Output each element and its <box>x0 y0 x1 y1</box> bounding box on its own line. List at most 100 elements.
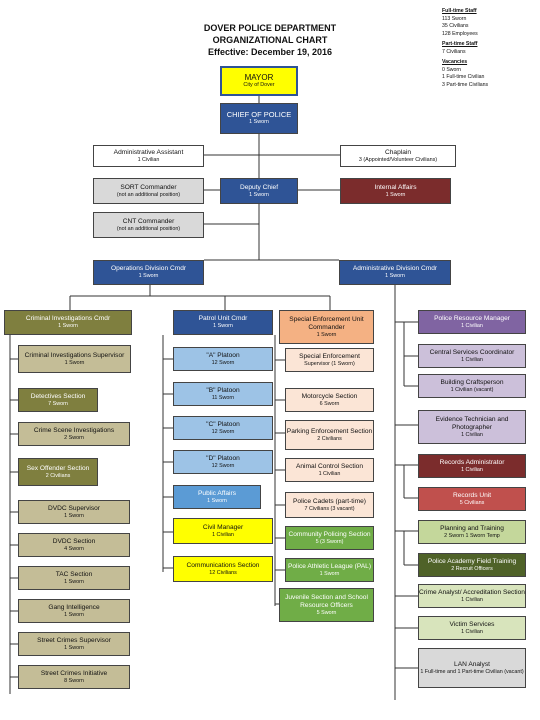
sci-title: Street Crimes Initiative <box>40 669 108 677</box>
parking-enforcement-box: Parking Enforcement Section 2 Civilians <box>285 420 374 450</box>
cnt-commander-box: CNT Commander (not an additional positio… <box>93 212 204 238</box>
patrol-unit-cmdr-box: Patrol Unit Cmdr 1 Sworn <box>173 310 273 335</box>
seu-sup-sub: Supervisor (1 Sworn) <box>304 360 355 367</box>
dvdc-sup-title: DVDC Supervisor <box>47 504 101 512</box>
platoon-c-sub: 12 Sworn <box>211 428 235 435</box>
cic-title: Criminal Investigations Cmdr <box>25 315 111 322</box>
community-policing-box: Community Policing Section 5 (3 Sworn) <box>285 526 374 550</box>
cic-sub: 1 Sworn <box>58 323 78 329</box>
gang-title: Gang Intelligence <box>48 603 100 611</box>
records-unit-box: Records Unit 5 Civilians <box>418 487 526 511</box>
victim-title: Victim Services <box>449 620 495 628</box>
civil-manager-title: Civil Manager <box>202 523 244 531</box>
dvdc-supervisor-box: DVDC Supervisor 1 Sworn <box>18 500 130 524</box>
internal-affairs-box: Internal Affairs 1 Sworn <box>340 178 451 204</box>
csc-title: Central Services Coordinator <box>429 348 515 356</box>
patrol-title: Patrol Unit Cmdr <box>198 315 248 322</box>
operations-division-title: Operations Division Cmdr <box>110 265 187 272</box>
staffing-summary: Full-time Staff 113 Sworn 35 Civilians 1… <box>442 8 538 89</box>
seu-cmdr-title: Special Enforcement Unit Commander <box>289 315 364 331</box>
academy-title: Police Academy Field Training <box>427 557 517 565</box>
evid-title: Evidence Technician and Photographer <box>435 415 509 431</box>
sos-sub: 2 Civilians <box>45 472 71 479</box>
chaplain-sub: 3 (Appointed/Volunteer Civilians) <box>358 156 438 163</box>
dvdc-sec-title: DVDC Section <box>52 537 96 545</box>
cis-title: Criminal Investigations Supervisor <box>24 351 125 359</box>
fulltime-heading: Full-time Staff <box>442 8 477 14</box>
recadm-sub: 1 Civilian <box>461 466 483 473</box>
cnt-commander-title: CNT Commander <box>122 217 175 225</box>
motorcycle-title: Motorcycle Section <box>301 392 358 400</box>
central-services-box: Central Services Coordinator 1 Civilian <box>418 344 526 368</box>
prm-title: Police Resource Manager <box>434 314 510 322</box>
street-crimes-supervisor-box: Street Crimes Supervisor 1 Sworn <box>18 632 130 656</box>
police-cadets-box: Police Cadets (part-time) 7 Civilians (3… <box>285 492 374 518</box>
parking-title: Parking Enforcement Section <box>286 427 373 435</box>
fulltime-civilians: 35 Civilians <box>442 23 469 29</box>
parking-sub: 2 Civilians <box>317 435 342 442</box>
victim-sub: 1 Civilian <box>461 628 483 635</box>
operations-division-sub: 1 Sworn <box>138 273 159 279</box>
recunit-sub: 5 Civilians <box>459 499 485 506</box>
detectives-section-box: Detectives Section 7 Sworn <box>18 388 98 412</box>
lan-analyst-box: LAN Analyst 1 Full-time and 1 Part-time … <box>418 648 526 688</box>
mayor-title: MAYOR <box>244 72 274 82</box>
dvdc-section-box: DVDC Section 4 Sworn <box>18 533 130 557</box>
admin-assistant-sub: 1 Civilian <box>137 156 160 163</box>
dvdc-sup-sub: 1 Sworn <box>64 512 84 519</box>
cadets-title: Police Cadets (part-time) <box>293 497 366 505</box>
csi-sub: 2 Sworn <box>64 434 84 441</box>
pal-box: Police Athletic League (PAL) 1 Sworn <box>285 558 374 582</box>
crime-title: Crime Analyst/ Accreditation Section <box>419 588 525 596</box>
detectives-sub: 7 Sworn <box>48 400 68 407</box>
vacancies-heading: Vacancies <box>442 59 468 65</box>
motorcycle-sub: 6 Sworn <box>319 400 340 407</box>
sex-offender-box: Sex Offender Section 2 Civilians <box>18 458 98 486</box>
deputy-chief-title: Deputy Chief <box>239 183 279 191</box>
public-affairs-title: Public Affairs <box>198 489 236 497</box>
communications-sub: 12 Civilians <box>209 569 237 576</box>
fulltime-sworn: 113 Sworn <box>442 15 467 22</box>
chaplain-box: Chaplain 3 (Appointed/Volunteer Civilian… <box>340 145 456 167</box>
cis-sub: 1 Sworn <box>64 359 85 366</box>
dvdc-sec-sub: 4 Sworn <box>64 545 84 552</box>
prm-sub: 1 Civilian <box>461 322 483 329</box>
detectives-title: Detectives Section <box>30 392 86 400</box>
vacancies-fulltime: 1 Full-time Civilian <box>442 74 485 80</box>
cadets-sub: 7 Civilians (3 vacant) <box>304 505 355 512</box>
motorcycle-section-box: Motorcycle Section 6 Sworn <box>285 388 374 412</box>
administrative-division-sub: 1 Sworn <box>385 273 405 279</box>
tac-sub: 1 Sworn <box>64 578 84 585</box>
administrative-division-box: Administrative Division Cmdr 1 Sworn <box>339 260 451 285</box>
communications-section-box: Communications Section 12 Civilians <box>173 556 273 582</box>
scs-title: Street Crimes Supervisor <box>37 636 111 644</box>
lan-sub: 1 Full-time and 1 Part-time Civilian (va… <box>420 668 524 675</box>
recunit-title: Records Unit <box>452 491 492 499</box>
platoon-b-title: "B" Platoon <box>206 386 240 394</box>
chaplain-title: Chaplain <box>384 148 412 156</box>
seu-cmdr-sub: 1 Sworn <box>316 331 337 338</box>
criminal-investigations-supervisor-box: Criminal Investigations Supervisor 1 Swo… <box>18 345 131 373</box>
patrol-sub: 1 Sworn <box>213 323 233 329</box>
mayor-box: MAYOR City of Dover <box>220 66 298 96</box>
platoon-b-sub: 11 Sworn <box>211 394 235 401</box>
planning-training-box: Planning and Training 2 Sworn 1 Sworn Te… <box>418 520 526 544</box>
platoon-a-box: "A" Platoon 12 Sworn <box>173 347 273 371</box>
title-line-1: DOVER POLICE DEPARTMENT <box>203 23 337 33</box>
plan-title: Planning and Training <box>440 524 504 532</box>
csc-sub: 1 Civilian <box>461 356 483 363</box>
recadm-title: Records Administrator <box>439 458 505 466</box>
operations-division-box: Operations Division Cmdr 1 Sworn <box>93 260 204 285</box>
communications-title: Communications Section <box>186 561 260 569</box>
records-administrator-box: Records Administrator 1 Civilian <box>418 454 526 478</box>
crime-analyst-box: Crime Analyst/ Accreditation Section 1 C… <box>418 584 526 608</box>
admin-assistant-title: Administrative Assistant <box>113 148 184 156</box>
animal-control-box: Animal Control Section 1 Civilian <box>285 458 374 482</box>
plan-sub: 2 Sworn 1 Sworn Temp <box>444 532 500 539</box>
sort-commander-sub: (not an additional position) <box>116 191 181 198</box>
title-line-2: ORGANIZATIONAL CHART <box>212 35 328 45</box>
seu-sup-title: Special Enforcement <box>299 352 360 360</box>
community-title: Community Policing Section <box>288 530 371 538</box>
scs-sub: 1 Sworn <box>64 644 84 651</box>
